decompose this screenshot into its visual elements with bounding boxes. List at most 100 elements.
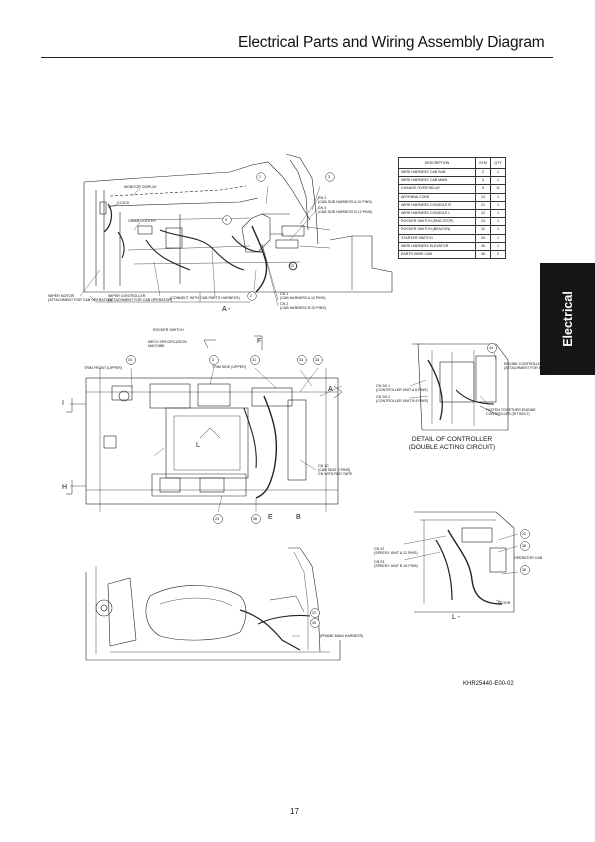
row-qty: 1	[490, 200, 506, 210]
cab-side-view	[79, 153, 393, 307]
view-b: B	[296, 514, 301, 521]
callout-2b: 2	[250, 294, 252, 298]
view-l: L	[196, 442, 200, 449]
label-wiper-motor: WIPER MOTOR	[48, 294, 75, 298]
label-speedy-b: (SPEEDY UNIT B 16 PINS)	[374, 564, 419, 568]
view-a2: A	[328, 386, 333, 393]
row-description: ANTENNA CODE	[398, 192, 476, 202]
row-description: EARTH WIRE CAB	[398, 249, 476, 260]
section-tab: Electrical	[540, 263, 595, 375]
label-mecv-spec: MECV SPECIFICATION	[148, 340, 187, 344]
label-red-tape: CN WITH RED TAPE	[318, 472, 353, 476]
row-sym: 36	[475, 249, 491, 260]
callout-36: 36	[253, 517, 257, 521]
row-qty: 1	[490, 208, 506, 219]
row-sym: 35	[475, 241, 491, 251]
label-cab-harness-b: (CAB HARNESS B 20 PINS)	[280, 306, 326, 310]
label-cn2b: CN 2	[280, 302, 289, 306]
label-cn-sh2: CN SH 2	[376, 395, 391, 399]
row-qty: 11	[490, 184, 506, 194]
row-qty: 1	[490, 241, 506, 251]
callout-36d: 36	[522, 568, 526, 572]
callout-22: 22	[522, 532, 526, 536]
controller-detail	[409, 343, 509, 431]
row-sym: 9	[475, 184, 491, 194]
view-i: I	[62, 400, 64, 407]
label-fasten-together: FASTEN TOGETHER ENGINE	[486, 408, 536, 412]
header-description: DESCRIPTION	[398, 157, 476, 169]
row-sym: 24	[475, 217, 491, 227]
row-sym: 2	[475, 167, 491, 178]
row-qty: 1	[490, 192, 506, 202]
label-wiper-controller: WIPER CONTROLLER	[108, 294, 146, 298]
label-cn23: CN 23	[374, 560, 385, 564]
row-description: WIRE HARNESS CAB MAIN	[398, 176, 476, 186]
label-connect-cab-parts: (CONNECT WITH CAB PARTS HARNESS)	[170, 296, 240, 300]
header-qty: QTY	[490, 157, 506, 169]
callout-2: 2	[259, 175, 261, 179]
callout-44: 44	[489, 346, 493, 350]
callout-22b: 22	[312, 611, 316, 615]
callout-3b: 3	[212, 358, 214, 362]
callout-3: 3	[328, 175, 330, 179]
label-controller-a: (CONTROLLER UNIT A 8 PINS)	[376, 388, 428, 392]
label-trim-front: TRIM FRONT (UPPER)	[84, 366, 122, 370]
row-description: WIRE HARNESS CONSOLE L	[398, 208, 476, 219]
label-cn1: CN 1	[280, 292, 289, 296]
label-trim-side: TRIM SIDE (UPPER)	[212, 365, 246, 369]
parts-table-header: DESCRIPTION SYM QTY	[398, 157, 506, 169]
document-code: KHR25440-E00-02	[463, 681, 514, 687]
label-clock: CLOCK	[117, 201, 130, 205]
label-rocker-switch: ROCKER SWITCH	[153, 328, 184, 332]
label-cn2: CN 2	[318, 196, 327, 200]
label-cab-sub-harness-a: (CAB SUB HARNESS A 10 PINS)	[318, 200, 372, 204]
label-frame-main-harness: (FRAME MAIN HARNESS)	[320, 634, 364, 638]
callout-24: 24	[215, 517, 219, 521]
page-number: 17	[290, 807, 299, 816]
console-top-view	[66, 335, 343, 513]
label-wiper-controller-note: (ATTACHMENT FOR CAB OPERATOR)	[108, 298, 173, 302]
row-description: ROCKER SWITCH (ENG.STOP)	[398, 217, 476, 227]
row-qty: 1	[490, 233, 506, 243]
page-title: Electrical Parts and Wiring Assembly Dia…	[238, 34, 545, 51]
callout-9: 9	[225, 218, 227, 222]
row-sym: 3	[475, 176, 491, 186]
label-mecv-machine: MACHINE	[148, 344, 165, 348]
controller-caption-line2: (DOUBLE ACTING CIRCUIT)	[408, 444, 496, 451]
label-engine-controller: ENGINE CONTROLLER	[504, 362, 544, 366]
row-description: WIRE HARNESS CONSOLE R	[398, 200, 476, 210]
label-floor: FLOOR	[498, 601, 511, 605]
label-engine-attachment: (ATTACHMENT FOR ENGINE)	[504, 366, 554, 370]
label-operator-cab: OPERATOR CAB	[514, 556, 543, 560]
view-e: E	[268, 514, 273, 521]
title-rule	[41, 57, 553, 58]
row-qty: 1	[490, 176, 506, 186]
controller-caption-line1: DETAIL OF CONTROLLER	[411, 436, 493, 443]
label-cn-1c: CN 1C	[318, 464, 329, 468]
label-cn-sh1: CN SH 1	[376, 384, 391, 388]
row-sym: 34	[475, 233, 491, 243]
label-cn22: CN 22	[374, 547, 385, 551]
row-sym: 21	[475, 200, 491, 210]
label-sit-bolt: CONTROLLER (SIT BOLT)	[486, 412, 530, 416]
callout-35b: 35	[312, 621, 316, 625]
row-description: WIRE HARNESS ELEVATOR	[398, 241, 476, 251]
floor-side-view	[85, 547, 341, 661]
row-qty: 2	[490, 249, 506, 260]
controller-caption: DETAIL OF CONTROLLER (DOUBLE ACTING CIRC…	[392, 436, 512, 452]
header-sym: SYM	[475, 157, 491, 169]
label-speedy-a: (SPEEDY UNIT A 12 PINS)	[374, 551, 418, 555]
row-sym: 13	[475, 192, 491, 202]
callout-36c: 36	[522, 544, 526, 548]
view-l2: L -	[452, 614, 460, 621]
view-a: A -	[222, 306, 231, 313]
